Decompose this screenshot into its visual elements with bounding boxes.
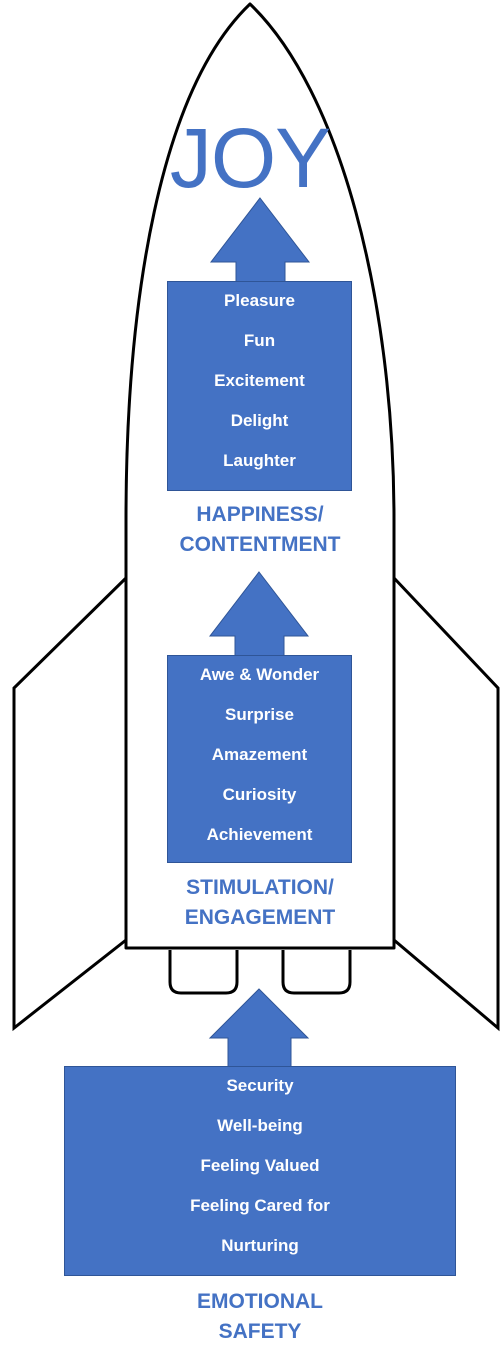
joy-title: JOY [169, 111, 331, 205]
stimulation-label: STIMULATION/ ENGAGEMENT [140, 873, 380, 933]
list-item: Awe & Wonder [199, 665, 320, 684]
list-item: Feeling Cared for [190, 1196, 330, 1215]
list-item: Surprise [225, 705, 294, 724]
list-item: Laughter [223, 451, 296, 470]
rocket-right-fin [392, 574, 500, 1032]
safety-label: EMOTIONAL SAFETY [140, 1287, 380, 1347]
list-item: Security [226, 1076, 294, 1095]
list-item: Curiosity [222, 785, 297, 804]
list-item: Excitement [214, 371, 305, 390]
list-item: Pleasure [224, 291, 295, 310]
happiness-label-line1: HAPPINESS/ [196, 503, 324, 526]
list-item: Nurturing [221, 1236, 299, 1255]
list-item: Fun [243, 331, 276, 350]
happiness-label-line2: CONTENTMENT [179, 533, 341, 556]
stimulation-label-line2: ENGAGEMENT [184, 906, 336, 929]
list-item: Amazement [211, 745, 308, 764]
up-arrow-icon [208, 988, 310, 1068]
rocket-left-thruster [168, 950, 239, 995]
list-item: Feeling Valued [200, 1156, 320, 1175]
list-item: Well-being [217, 1116, 303, 1135]
happiness-box: Pleasure Fun Excitement Delight Laughter [167, 281, 352, 491]
safety-box: Security Well-being Feeling Valued Feeli… [64, 1066, 456, 1276]
safety-label-line2: SAFETY [218, 1320, 302, 1343]
list-item: Delight [230, 411, 289, 430]
stimulation-box: Awe & Wonder Surprise Amazement Curiosit… [167, 655, 352, 863]
list-item: Achievement [206, 825, 313, 844]
rocket-left-fin [12, 574, 128, 1032]
stimulation-label-line1: STIMULATION/ [186, 876, 334, 899]
rocket-right-thruster [281, 950, 352, 995]
safety-label-line1: EMOTIONAL [197, 1290, 323, 1313]
happiness-label: HAPPINESS/ CONTENTMENT [140, 500, 380, 560]
